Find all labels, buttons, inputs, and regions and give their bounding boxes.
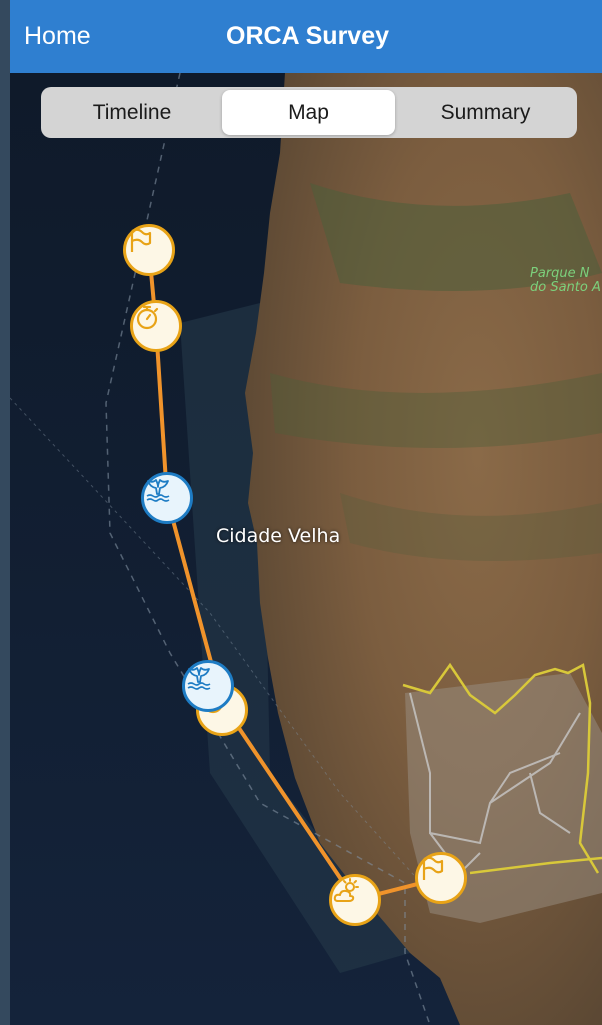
view-segmented-control: Timeline Map Summary: [41, 87, 577, 138]
page-title: ORCA Survey: [226, 22, 390, 50]
place-label-cidade-velha: Cidade Velha: [216, 525, 341, 547]
flag-icon: [130, 228, 152, 252]
place-label-park: Parque N do Santo A: [530, 267, 601, 295]
vegetation: [340, 493, 602, 561]
nav-bar: Home ORCA Survey: [10, 0, 602, 73]
app-screen: Home ORCA Survey: [10, 0, 602, 1025]
vegetation: [270, 373, 602, 448]
marker-whale-sighting[interactable]: [182, 660, 234, 712]
park-boundary: [402, 662, 600, 874]
whale-tail-icon: [146, 479, 170, 502]
marker-timer[interactable]: [130, 300, 182, 352]
coastal-haze: [180, 303, 410, 973]
flag-icon: [422, 856, 444, 880]
satellite-map: [10, 73, 602, 1025]
marker-whale-sighting[interactable]: [141, 472, 193, 524]
tab-map[interactable]: Map: [222, 90, 395, 135]
weather-icon: [333, 878, 359, 902]
whale-tail-icon: [187, 667, 211, 690]
tab-summary[interactable]: Summary: [440, 101, 531, 124]
park-label-line: do Santo A: [530, 280, 601, 295]
map-view[interactable]: Cidade Velha Parque N do Santo A Timelin…: [10, 73, 602, 1025]
park-boundary: [469, 856, 602, 875]
marker-start-flag[interactable]: [123, 224, 175, 276]
tab-timeline[interactable]: Timeline: [92, 101, 172, 124]
home-button[interactable]: Home: [24, 22, 91, 50]
marker-weather[interactable]: [329, 874, 381, 926]
shipping-lane: [10, 397, 431, 894]
stopwatch-icon: [136, 305, 159, 330]
vegetation: [310, 183, 602, 291]
park-label-line: Parque N: [530, 266, 590, 281]
marker-end-flag[interactable]: [415, 852, 467, 904]
